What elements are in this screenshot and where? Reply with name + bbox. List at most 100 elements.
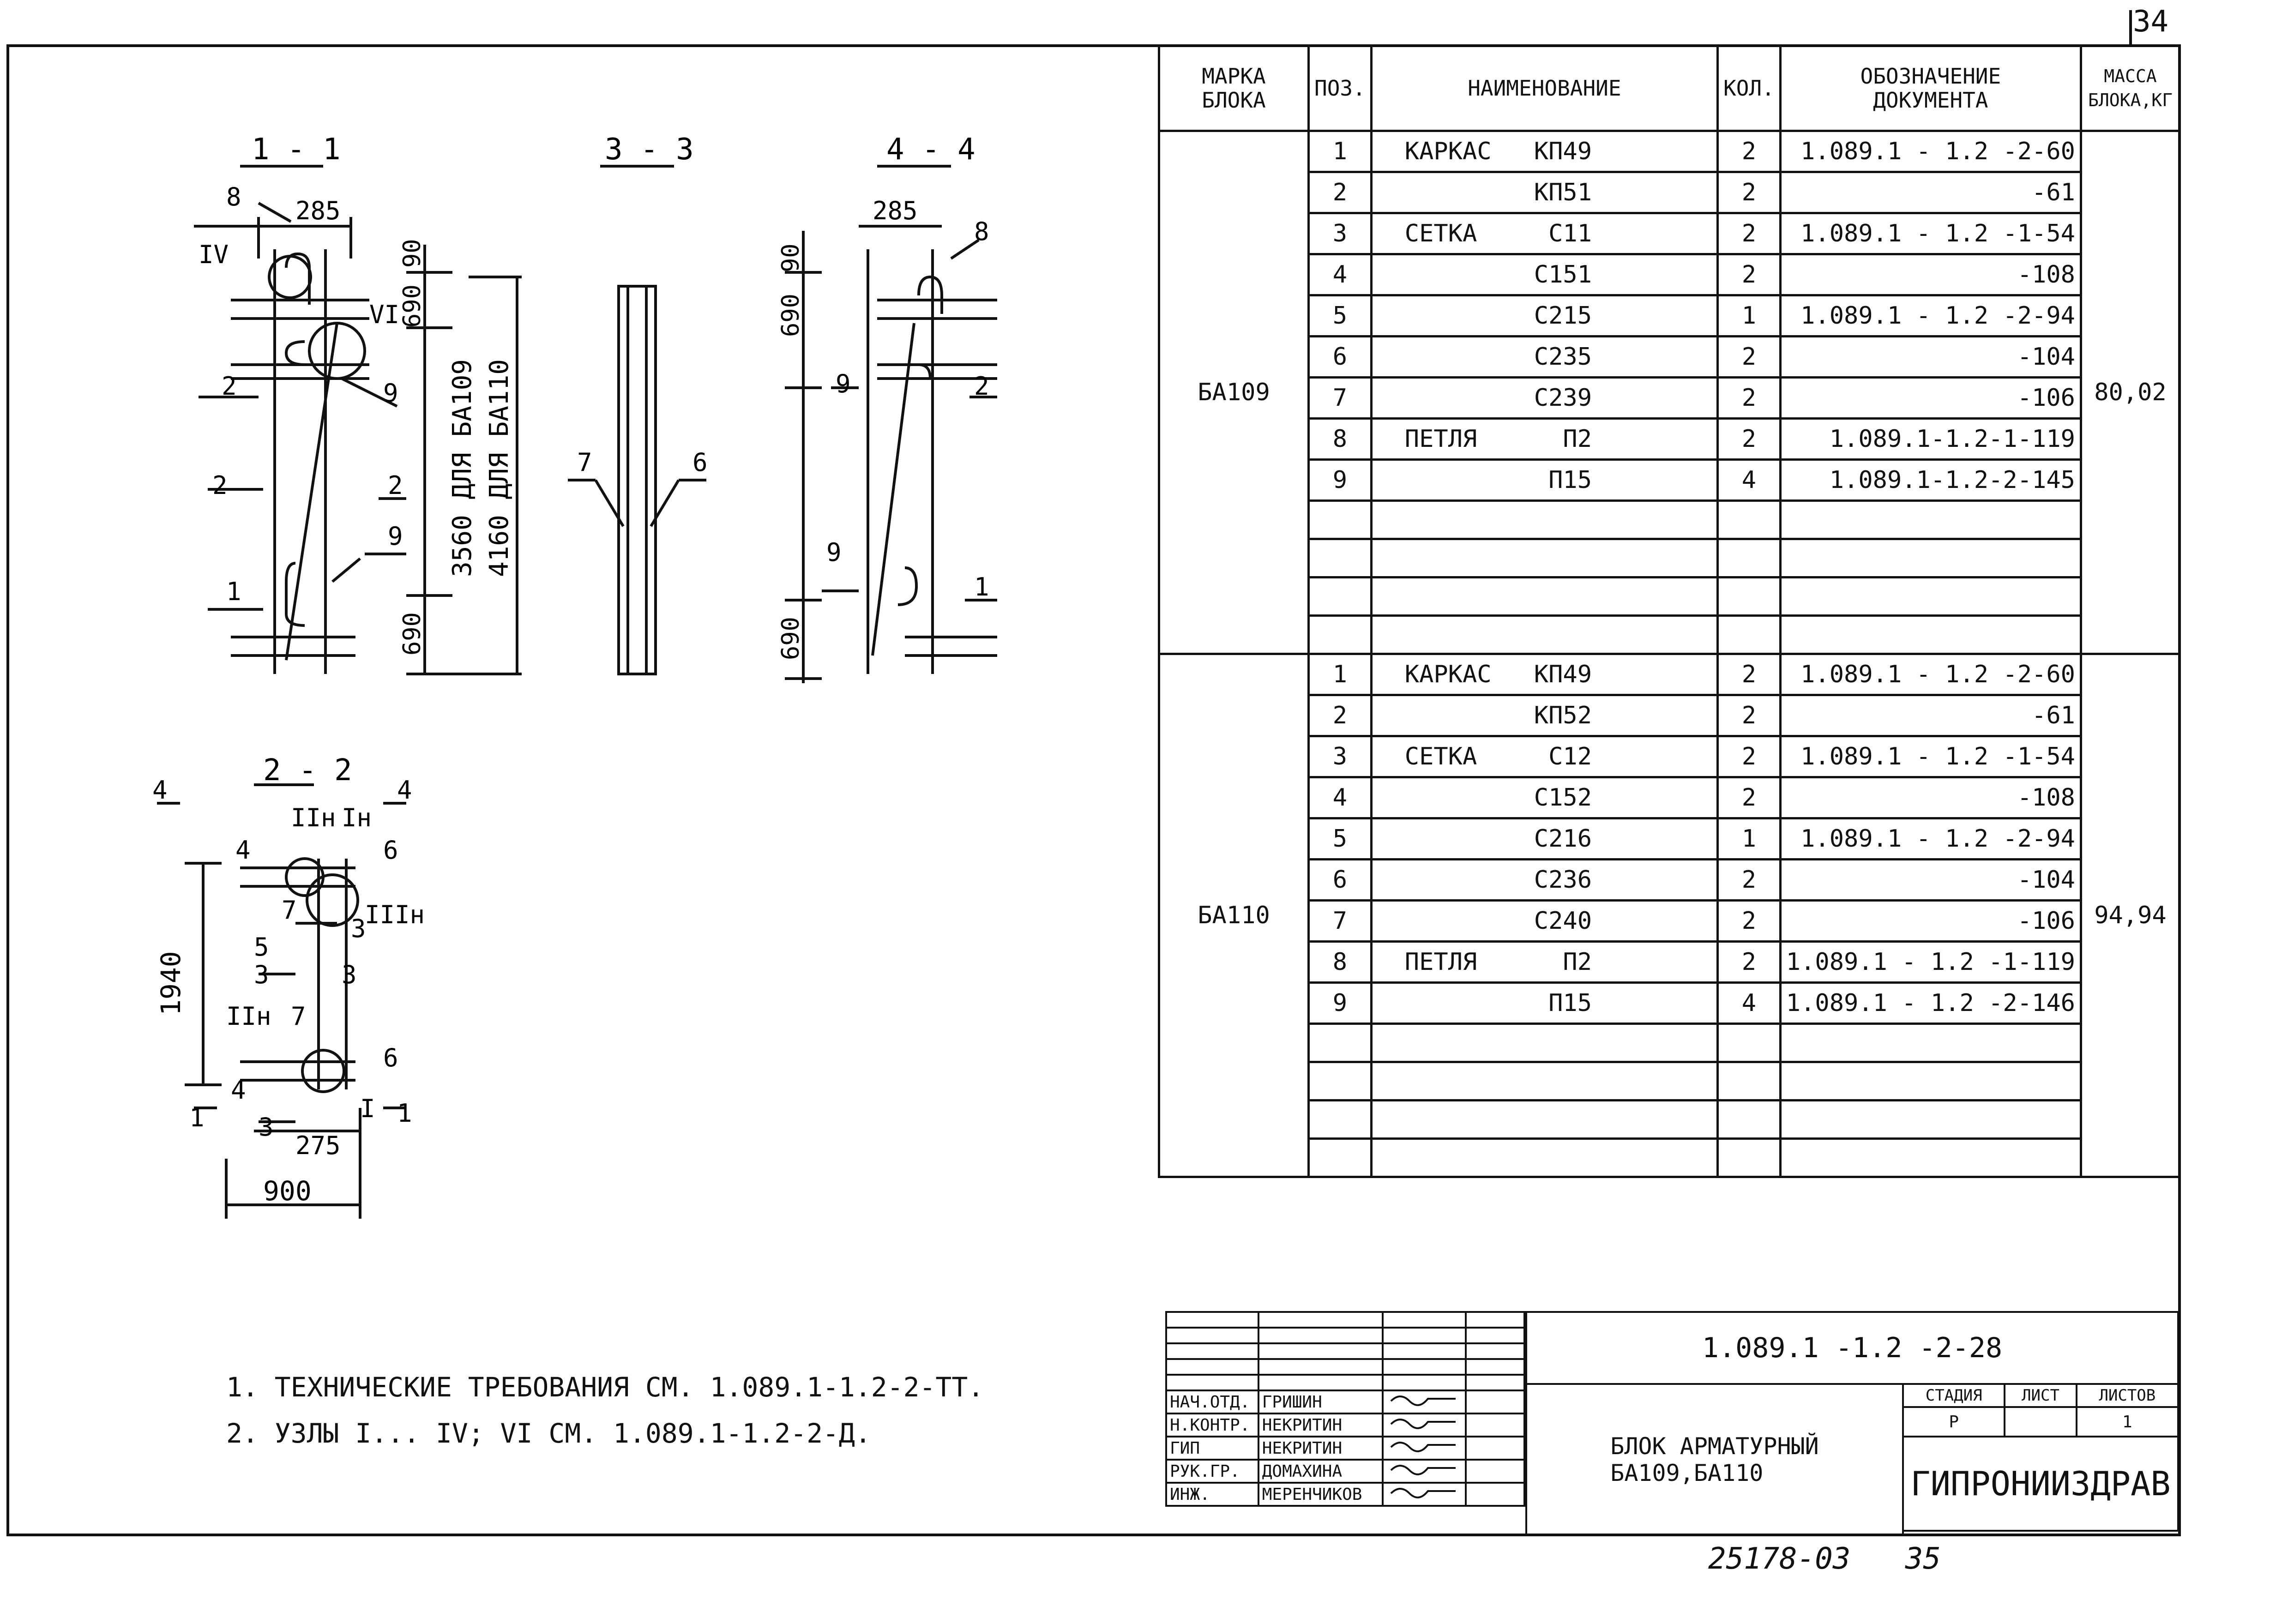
specification-table: МАРКА БЛОКА ПОЗ. НАИМЕНОВАНИЕ КОЛ. ОБОЗН… — [1158, 44, 2181, 1178]
item-type — [1377, 784, 1405, 812]
empty-cell — [1381, 1311, 1467, 1329]
quantity: 2 — [1716, 776, 1782, 819]
empty-cell — [1257, 1311, 1384, 1329]
callout-2-right: 2 — [974, 372, 989, 401]
spec-row-blank — [1159, 576, 2180, 617]
title-blank-row — [1165, 1358, 1526, 1376]
quantity: 1 — [1716, 817, 1782, 860]
document-ref: 1.089.1 - 1.2 -2-94 — [1779, 294, 2082, 337]
item-mark: КП49 — [1534, 138, 1592, 165]
callout-I: I — [360, 1094, 375, 1123]
position: 4 — [1307, 776, 1373, 819]
item-mark: С236 — [1534, 866, 1592, 894]
callout-3-mid-left: 3 — [254, 960, 269, 989]
empty-cell — [1464, 1327, 1526, 1344]
empty-cell — [1381, 1342, 1467, 1360]
empty-cell — [1307, 538, 1373, 578]
callout-In: Iн — [342, 803, 372, 832]
role: Н.КОНТР. — [1165, 1413, 1259, 1438]
item-name: С152 — [1370, 776, 1719, 819]
header-qty: КОЛ. — [1716, 44, 1782, 132]
item-name: С151 — [1370, 253, 1719, 296]
title-blank-row — [1165, 1311, 1526, 1329]
stage-label: СТАДИЯ — [1902, 1383, 2006, 1408]
item-type — [1377, 343, 1405, 371]
empty-cell — [1370, 1137, 1719, 1178]
position: 6 — [1307, 858, 1373, 902]
dim-285-left: 285 — [295, 196, 341, 225]
spec-row-blank — [1159, 1099, 2180, 1140]
item-name: С215 — [1370, 294, 1719, 337]
callout-2: 2 — [222, 372, 237, 401]
spec-row-blank — [1159, 538, 2180, 578]
callout-6-top: 6 — [383, 836, 398, 865]
callout-8: 8 — [226, 182, 241, 211]
dim-690-right-top: 690 — [777, 294, 805, 337]
person-name: НЕКРИТИН — [1257, 1436, 1384, 1461]
empty-cell — [1716, 538, 1782, 578]
item-mark: КП51 — [1534, 179, 1592, 206]
doc-code: 1.089.1 -1.2 -2-28 — [1525, 1311, 2179, 1385]
title-blank-row — [1165, 1374, 1526, 1391]
callout-7-top: 7 — [282, 896, 297, 925]
empty-cell — [1779, 1137, 2082, 1178]
date-cell — [1464, 1389, 1526, 1414]
note-2: 2. УЗЛЫ I... IV; VI СМ. 1.089.1-1.2-2-Д. — [226, 1418, 871, 1449]
item-mark: С235 — [1534, 343, 1592, 371]
callout-9-lower: 9 — [388, 522, 403, 551]
role: ИНЖ. — [1165, 1482, 1259, 1507]
quantity: 2 — [1716, 171, 1782, 214]
title-blank-row — [1165, 1327, 1526, 1344]
empty-cell — [1307, 1061, 1373, 1101]
empty-cell — [1716, 1061, 1782, 1101]
empty-cell — [1370, 1023, 1719, 1063]
quantity: 1 — [1716, 294, 1782, 337]
item-type: СЕТКА — [1404, 220, 1477, 247]
spec-row-blank — [1159, 1137, 2180, 1178]
empty-cell — [1165, 1311, 1259, 1329]
header-mark: МАРКА БЛОКА — [1158, 44, 1310, 132]
quantity: 2 — [1716, 335, 1782, 379]
item-name: КП52 — [1370, 694, 1719, 737]
date-cell — [1464, 1436, 1526, 1461]
empty-cell — [1381, 1327, 1467, 1344]
dim-690-left-bottom: 690 — [398, 612, 426, 656]
item-type — [1377, 302, 1405, 330]
document-ref: 1.089.1 - 1.2 -1-54 — [1779, 212, 2082, 255]
reinforcement-drawings: 1 - 1 3 - 3 4 - 4 2 - 2 285 285 90 690 6… — [152, 132, 997, 1219]
empty-cell — [1464, 1374, 1526, 1391]
empty-cell — [1307, 1137, 1373, 1178]
signature-row: РУК.ГР.ДОМАХИНА — [1165, 1459, 1526, 1484]
item-name: С240 — [1370, 899, 1719, 943]
item-mark: П15 — [1548, 989, 1592, 1017]
document-ref: 1.089.1 - 1.2 -1-119 — [1779, 940, 2082, 984]
item-name: С235 — [1370, 335, 1719, 379]
position: 2 — [1307, 694, 1373, 737]
position: 4 — [1307, 253, 1373, 296]
role: РУК.ГР. — [1165, 1459, 1259, 1484]
callout-1: 1 — [226, 577, 241, 606]
position: 3 — [1307, 735, 1373, 778]
item-mark: П2 — [1563, 425, 1592, 453]
footer: 25178-03 35 — [1708, 1542, 1941, 1576]
quantity: 2 — [1716, 694, 1782, 737]
document-ref: -106 — [1779, 376, 2082, 420]
callout-6: 6 — [692, 448, 708, 477]
item-type: КАРКАС — [1404, 138, 1492, 165]
callout-3-bottom: 3 — [259, 1113, 274, 1142]
empty-cell — [1257, 1358, 1384, 1376]
document-ref: -104 — [1779, 858, 2082, 902]
signature-mark — [1390, 1441, 1456, 1452]
item-name: КП51 — [1370, 171, 1719, 214]
signature-mark — [1390, 1418, 1456, 1429]
